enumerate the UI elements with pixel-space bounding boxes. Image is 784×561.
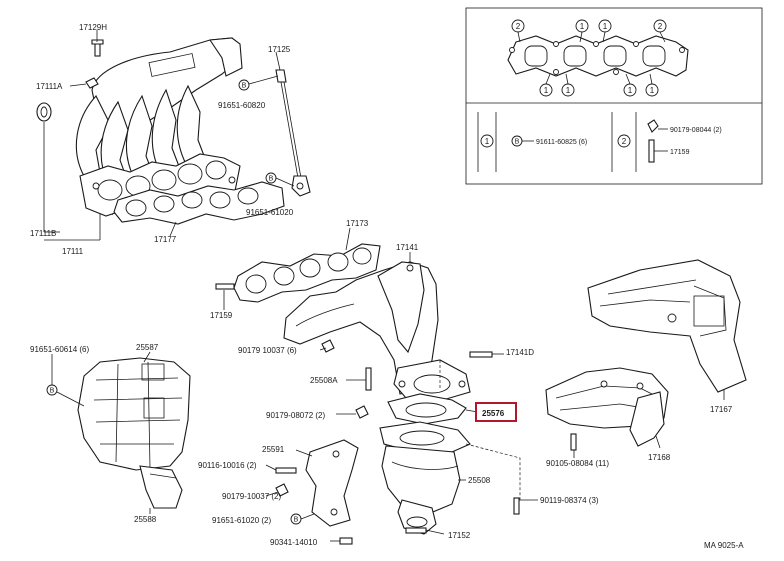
label-17111a[interactable]: 17111A — [36, 82, 63, 91]
svg-text:1: 1 — [603, 22, 608, 31]
label-17177[interactable]: 17177 — [154, 235, 177, 244]
diagram-code: MA 9025-A — [704, 541, 744, 550]
label-90119-08374[interactable]: 90119-08374 (3) — [540, 496, 599, 505]
inset-port-1 — [524, 45, 548, 67]
svg-text:1: 1 — [566, 86, 571, 95]
nut-icon — [647, 119, 659, 133]
heat-insulator-lower — [545, 367, 669, 447]
label-90116-10016[interactable]: 90116-10016 (2) — [198, 461, 257, 470]
label-91651-61020-top[interactable]: 91651-61020 — [246, 208, 294, 217]
label-90179-10037-bottom[interactable]: 90179-10037 (2) — [222, 492, 281, 501]
stud-icon — [648, 139, 655, 163]
svg-text:1: 1 — [544, 86, 549, 95]
label-25587[interactable]: 25587 — [136, 343, 159, 352]
label-17152[interactable]: 17152 — [448, 531, 471, 540]
svg-text:1: 1 — [628, 86, 633, 95]
svg-text:2: 2 — [622, 137, 627, 146]
marker-2-label: 2 — [516, 22, 521, 31]
stud-17159 — [215, 283, 235, 290]
label-17141[interactable]: 17141 — [396, 243, 419, 252]
svg-text:1: 1 — [650, 86, 655, 95]
exhaust-manifold — [283, 261, 471, 403]
stud-25508a — [365, 367, 372, 391]
heat-insulator-right — [587, 259, 747, 393]
label-17125[interactable]: 17125 — [268, 45, 291, 54]
inset-port-2 — [563, 45, 587, 67]
label-25508[interactable]: 25508 — [468, 476, 491, 485]
label-91651-60820[interactable]: 91651-60820 — [218, 101, 266, 110]
highlight-box-25576[interactable] — [475, 402, 517, 422]
svg-text:B: B — [294, 517, 299, 524]
label-25508a[interactable]: 25508A — [310, 376, 338, 385]
svg-text:1: 1 — [485, 137, 490, 146]
stud-17152 — [405, 527, 427, 534]
label-17168[interactable]: 17168 — [648, 453, 671, 462]
label-17159[interactable]: 17159 — [210, 311, 233, 320]
gasket-legend-inset: 2 1 1 2 1 1 1 1 1 B 91611-60825 (6) 2 90… — [465, 7, 763, 185]
label-25588[interactable]: 25588 — [134, 515, 157, 524]
catalytic-converter — [379, 421, 471, 535]
label-25591[interactable]: 25591 — [262, 445, 285, 454]
legend-row-1-part: 91611-60825 (6) — [536, 139, 587, 146]
legend-row-2-part-a: 90179-08044 (2) — [670, 127, 722, 134]
inset-port-4 — [642, 45, 666, 67]
converter-bracket — [305, 439, 359, 527]
label-90179-10037-top[interactable]: 90179 10037 (6) — [238, 346, 297, 355]
label-90179-08072[interactable]: 90179-08072 (2) — [266, 411, 325, 420]
svg-text:1: 1 — [580, 22, 585, 31]
label-91651-60614[interactable]: 91651-60614 (6) — [30, 345, 89, 354]
label-17111[interactable]: 17111 — [62, 247, 84, 256]
support-rod — [275, 69, 311, 197]
svg-text:2: 2 — [658, 22, 663, 31]
label-17167[interactable]: 17167 — [710, 405, 733, 414]
inset-gasket — [507, 35, 689, 77]
label-90105-08084[interactable]: 90105-08084 (11) — [546, 459, 609, 468]
part-labels: 17129H 17111A 17111B 17111 17177 17125 9… — [30, 23, 744, 550]
label-17129h[interactable]: 17129H — [79, 23, 107, 32]
label-17173[interactable]: 17173 — [346, 219, 369, 228]
label-25576[interactable]: 25576 — [482, 409, 505, 418]
inset-frame — [465, 7, 763, 185]
label-90341-14010[interactable]: 90341-14010 — [270, 538, 318, 547]
label-91651-61020-bottom[interactable]: 91651-61020 (2) — [212, 516, 271, 525]
stud-17141d — [469, 351, 493, 358]
svg-text:B: B — [50, 388, 55, 395]
heat-insulator-left — [77, 357, 191, 509]
svg-text:B: B — [242, 83, 247, 90]
leader-lines — [43, 30, 725, 542]
inset-port-3 — [603, 45, 627, 67]
svg-text:B: B — [269, 176, 274, 183]
legend-row-2-part-b: 17159 — [670, 149, 690, 156]
label-17111b[interactable]: 17111B — [30, 229, 56, 238]
label-17141d[interactable]: 17141D — [506, 348, 534, 357]
svg-text:B: B — [515, 139, 520, 146]
